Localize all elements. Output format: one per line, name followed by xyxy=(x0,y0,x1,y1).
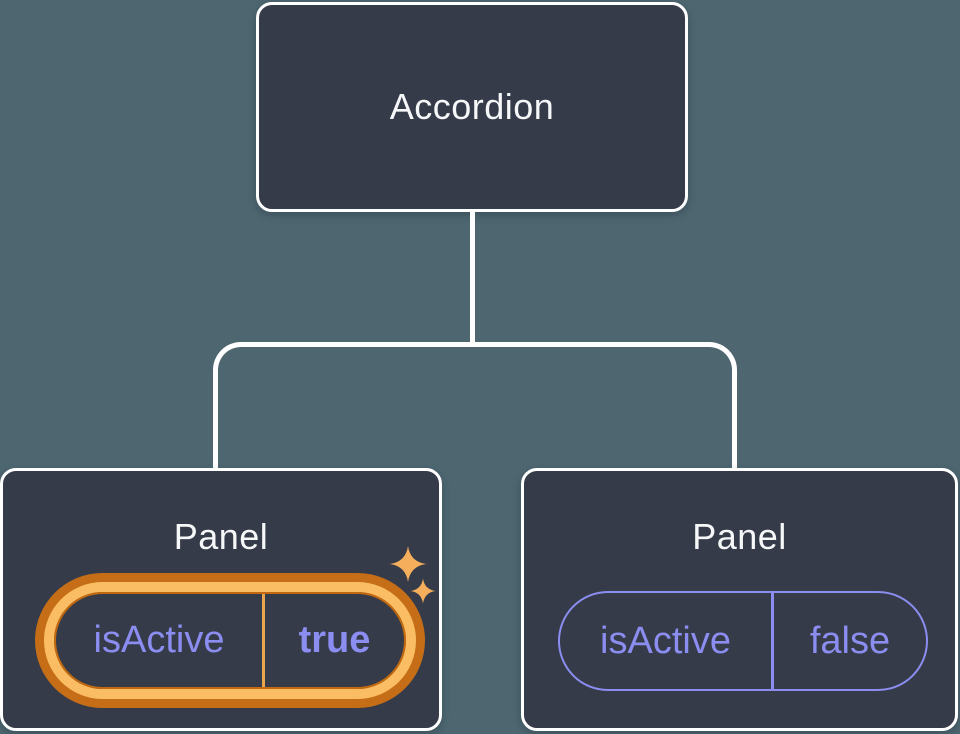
connector-branch xyxy=(213,342,737,470)
panel-active-label: Panel xyxy=(173,516,269,557)
accordion-label: Accordion xyxy=(389,86,555,127)
node-panel-inactive: Panel isActive false xyxy=(521,468,958,731)
node-panel-active: Panel isActive true xyxy=(0,468,442,731)
pill-divider xyxy=(262,594,265,687)
panel-inactive-label: Panel xyxy=(692,516,787,557)
pill-divider xyxy=(771,593,774,689)
state-pill-inactive: isActive false xyxy=(558,591,928,691)
state-value-label: true xyxy=(298,619,371,661)
state-name-label: isActive xyxy=(600,619,731,662)
state-value-label: false xyxy=(809,619,891,662)
state-name-label: isActive xyxy=(93,619,225,661)
state-pill-active: isActive true xyxy=(54,592,406,689)
connector-root-stem xyxy=(470,210,475,344)
node-accordion: Accordion xyxy=(256,2,688,212)
sparkles-icon xyxy=(390,546,436,604)
